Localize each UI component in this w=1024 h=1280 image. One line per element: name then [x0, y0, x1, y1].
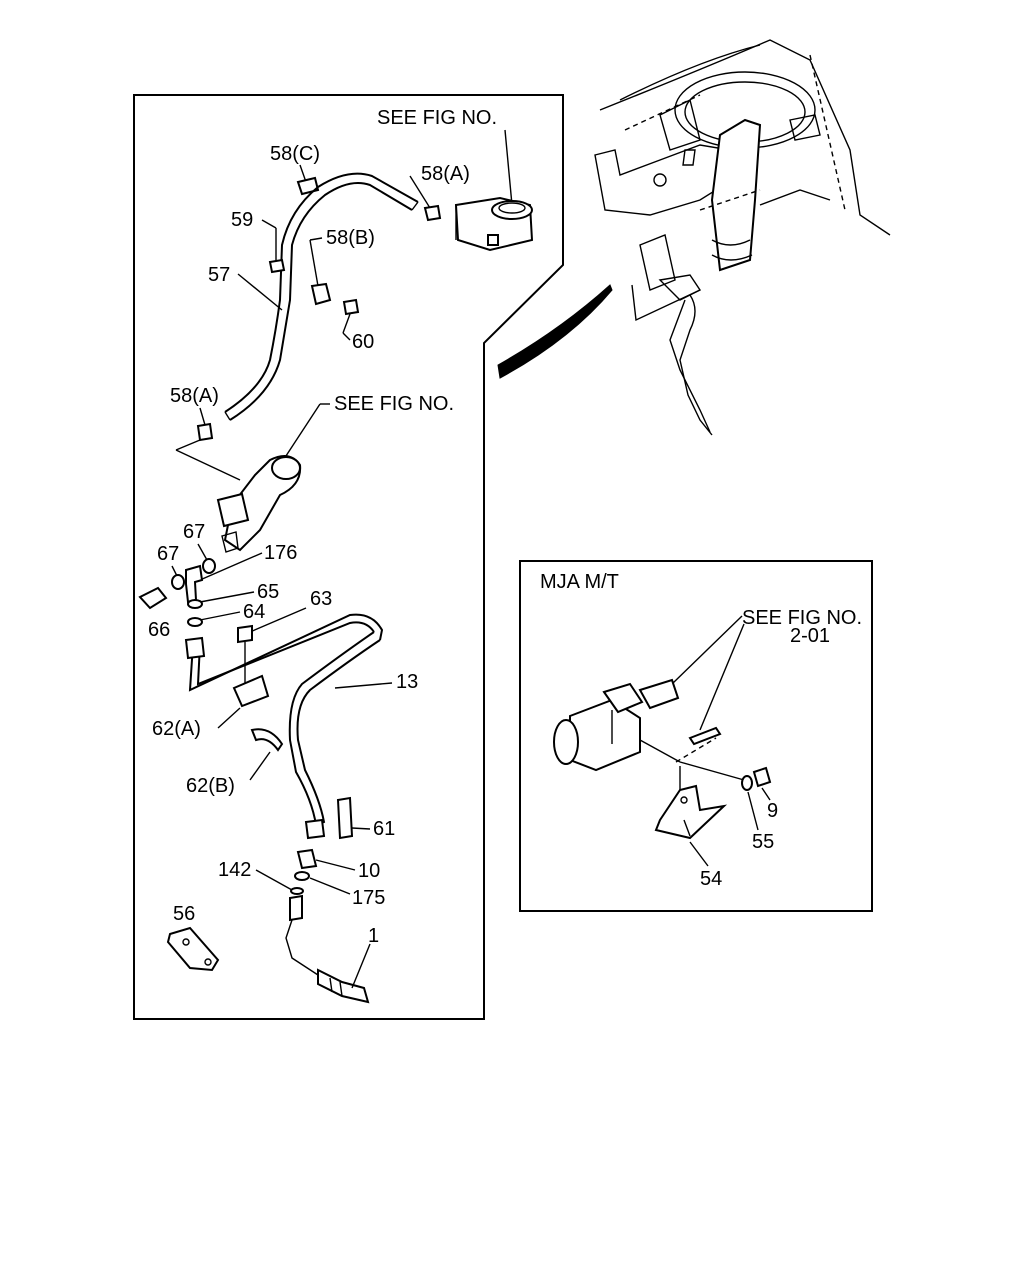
bleeder-fitting: [289, 894, 303, 922]
clip-58b: [310, 282, 332, 306]
see-fig-reservoir-label: SEE FIG NO.: [377, 107, 497, 129]
clutch-pipe-63: [188, 613, 384, 692]
callout-63: 63: [310, 588, 332, 610]
bolt-59: [268, 258, 286, 274]
callout-175: 175: [352, 887, 385, 909]
main-diagram-frame: [133, 94, 564, 1020]
clutch-slave-cylinder-1: [317, 968, 370, 1004]
reservoir-hose-57: [229, 182, 413, 421]
inset-screw: [688, 726, 722, 746]
washer-67-lower: [171, 574, 185, 590]
see-fig-master-cylinder-label: SEE FIG NO.: [334, 393, 454, 415]
callout-1: 1: [368, 925, 379, 947]
washer-175: [294, 871, 310, 881]
clamp-58a-low: [196, 422, 214, 442]
callout-57: 57: [208, 264, 230, 286]
clutch-pipe-13: [296, 639, 381, 826]
callout-62a: 62(A): [152, 718, 201, 740]
callout-64: 64: [243, 601, 265, 623]
callout-65: 65: [257, 581, 279, 603]
nut-9: [752, 766, 772, 788]
washer-55: [741, 775, 753, 791]
callout-59: 59: [231, 209, 253, 231]
clutch-master-cylinder: [216, 455, 302, 553]
inset-bracket-54: [654, 784, 728, 840]
callout-62b: 62(B): [186, 775, 235, 797]
clip-62a: [232, 674, 270, 708]
callout-176: 176: [264, 542, 297, 564]
callout-56: 56: [173, 903, 195, 925]
flare-nut-63: [184, 636, 206, 660]
hose-61: [336, 796, 354, 840]
callout-66: 66: [148, 619, 170, 641]
flare-nut-13: [304, 818, 326, 840]
clutch-fluid-reservoir: [454, 196, 534, 252]
bracket-56: [166, 926, 220, 972]
washer-65: [187, 599, 203, 609]
nut-10: [296, 848, 318, 870]
callout-13: 13: [396, 671, 418, 693]
callout-58a-top: 58(A): [421, 163, 470, 185]
callout-58c: 58(C): [270, 143, 320, 165]
callout-60: 60: [352, 331, 374, 353]
washer-64: [187, 617, 203, 627]
clutch-switch-assembly: [553, 678, 680, 772]
washer-67-upper: [202, 558, 216, 574]
callout-142: 142: [218, 859, 251, 881]
vehicle-location-view: [497, 39, 891, 436]
callout-9: 9: [767, 800, 778, 822]
bolt-62-pipe: [237, 624, 253, 644]
clamp-58a-top: [423, 204, 442, 222]
inset-see-fig-label: SEE FIG NO.: [742, 607, 862, 629]
mja-mt-inset-box: [519, 560, 873, 912]
callout-58b: 58(B): [326, 227, 375, 249]
callout-67-lower: 67: [157, 543, 179, 565]
clip-62b: [250, 728, 284, 752]
callout-55: 55: [752, 831, 774, 853]
union-bolt-176: [185, 564, 204, 604]
inset-title: MJA M/T: [540, 571, 619, 593]
bolt-60: [342, 298, 360, 316]
callout-61: 61: [373, 818, 395, 840]
callout-58a-low: 58(A): [170, 385, 219, 407]
clip-58c: [296, 176, 320, 196]
callout-10: 10: [358, 860, 380, 882]
callout-67-upper: 67: [183, 521, 205, 543]
washer-142: [290, 887, 304, 895]
inset-fig-ref: 2-01: [790, 625, 830, 647]
bolt-66: [138, 586, 168, 610]
callout-54: 54: [700, 868, 722, 890]
